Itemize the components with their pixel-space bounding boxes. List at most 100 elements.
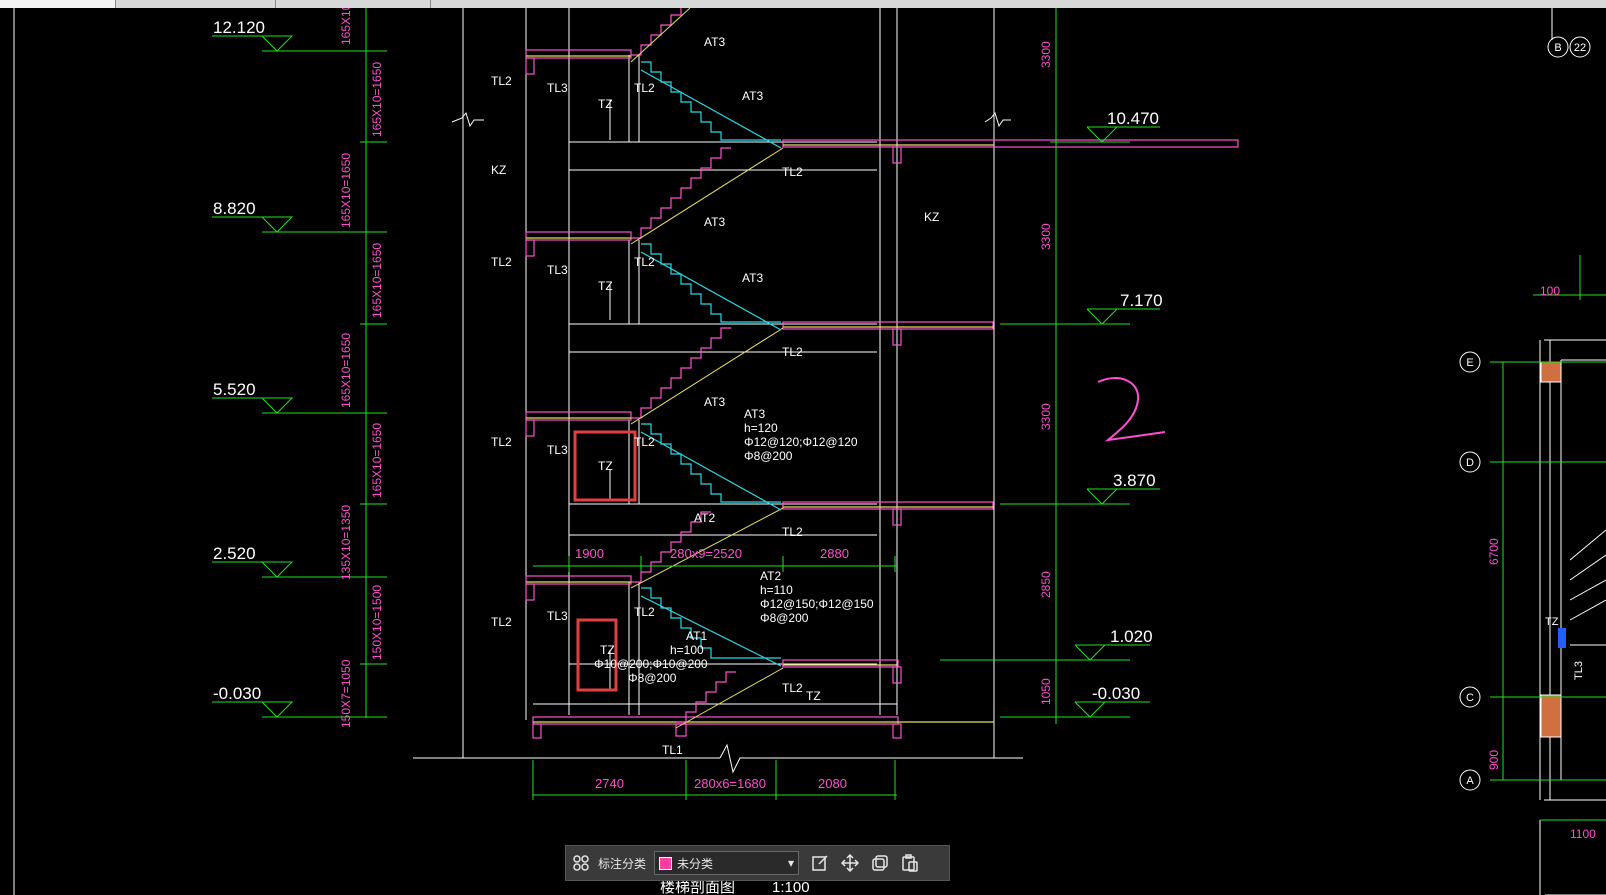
label-at3-2: AT3 — [704, 215, 725, 229]
paste-icon[interactable] — [895, 848, 925, 878]
tz-note-0: Φ10@200;Φ10@200 — [594, 657, 708, 671]
left-dim-5: 165X10=1650 — [370, 423, 384, 498]
handwritten-mark-stroke — [1097, 377, 1166, 442]
cad-drawing-canvas[interactable]: 12.120 8.820 5.520 2.520 -0.030 10.470 7… — [0, 8, 1606, 895]
label-tz-2: TZ — [598, 459, 613, 473]
axis-bubble-22 — [1569, 36, 1591, 58]
label-tz-4: TZ — [806, 689, 821, 703]
label-tl2-1: TL2 — [634, 81, 655, 95]
label-kz-0: KZ — [491, 163, 506, 177]
label-kz-1: KZ — [924, 210, 939, 224]
tab-layout[interactable] — [275, 0, 431, 8]
label-at3-4: AT3 — [704, 395, 725, 409]
left-dim-8: 150X7=1050 — [339, 659, 353, 728]
right-dim-2: 3300 — [1039, 403, 1053, 430]
plan-dim-1: 6700 — [1487, 538, 1501, 565]
category-label: 标注分类 — [598, 856, 647, 871]
plan-label-tz: TZ — [1545, 616, 1559, 628]
bottom-dim-2: 2080 — [818, 776, 847, 791]
at3-note-3: Φ8@200 — [744, 449, 793, 463]
label-tz-1: TZ — [598, 279, 613, 293]
elevation-right-1: 7.170 — [1120, 291, 1163, 310]
left-dim-4: 165X10=1650 — [339, 333, 353, 408]
dimension-lines — [212, 8, 1160, 800]
axis-label-b: B — [1554, 42, 1561, 54]
axis-label-d: D — [1466, 457, 1474, 469]
grid-icon[interactable] — [566, 848, 596, 878]
plan-fragment — [1539, 8, 1606, 895]
right-dim-3: 2850 — [1039, 571, 1053, 598]
tz-note-1: Φ8@200 — [628, 671, 677, 685]
elevation-left-1: 8.820 — [213, 199, 256, 218]
label-tl2-4: TL2 — [634, 255, 655, 269]
axis-label-a: A — [1466, 775, 1474, 787]
label-tl2-6: TL2 — [491, 435, 512, 449]
edit-icon[interactable] — [805, 848, 835, 878]
label-at3-0: AT3 — [704, 35, 725, 49]
label-at3-1: AT3 — [742, 89, 763, 103]
highlight-boxes — [573, 430, 637, 692]
label-tl2-9: TL2 — [491, 615, 512, 629]
elevation-right-3: 1.020 — [1110, 627, 1153, 646]
left-dim-2: 165X10=1650 — [339, 153, 353, 228]
bottom-dim-0: 2740 — [595, 776, 624, 791]
at2-note-3: Φ8@200 — [760, 611, 809, 625]
left-dim-0: 165X10 — [339, 8, 353, 45]
stair-flights-down — [640, 61, 782, 667]
drawing-title: 楼梯剖面图 — [660, 879, 735, 895]
label-tl3-3: TL3 — [547, 609, 568, 623]
plan-dim-0: 100 — [1540, 284, 1560, 298]
at2-note-0: AT2 — [760, 569, 781, 583]
axis-label-22: 22 — [1574, 42, 1586, 54]
highlight-box-tz-lower[interactable] — [576, 618, 618, 692]
axis-label-e: E — [1466, 357, 1473, 369]
label-tl3-2: TL3 — [547, 443, 568, 457]
annotation-toolbar: 标注分类 未分类 ▾ — [565, 845, 950, 881]
elevation-left-4: -0.030 — [213, 684, 261, 703]
label-tl2-5: TL2 — [782, 345, 803, 359]
at1-note-0: AT1 — [686, 629, 707, 643]
elevation-left-3: 2.520 — [213, 544, 256, 563]
label-tl2-7: TL2 — [634, 435, 655, 449]
category-value: 未分类 — [677, 856, 714, 871]
axis-bubble-d — [1459, 451, 1481, 473]
label-tl2-3: TL2 — [491, 255, 512, 269]
axis-bubble-a — [1459, 769, 1481, 791]
at3-note-2: Φ12@120;Φ12@120 — [744, 435, 858, 449]
chevron-down-icon: ▾ — [787, 856, 795, 870]
at2-note-2: Φ12@150;Φ12@150 — [760, 597, 874, 611]
left-dim-3: 165X10=1650 — [370, 243, 384, 318]
mid-dim-0: 1900 — [575, 546, 604, 561]
category-select[interactable]: 未分类 ▾ — [654, 851, 800, 875]
elevation-right-0: 10.470 — [1107, 109, 1159, 128]
tab-layer[interactable] — [115, 0, 276, 8]
floor-slabs — [525, 49, 1239, 739]
right-dim-0: 3300 — [1039, 41, 1053, 68]
elevation-left-2: 5.520 — [213, 380, 256, 399]
plan-dim-3: 1100 — [1570, 827, 1596, 841]
title-bar — [0, 0, 1606, 8]
copy-icon[interactable] — [865, 848, 895, 878]
elevation-right-4: -0.030 — [1092, 684, 1140, 703]
mid-dim-2: 2880 — [820, 546, 849, 561]
label-tl2-2: TL2 — [782, 165, 803, 179]
left-dim-1: 165X10=1650 — [370, 62, 384, 137]
label-tz-0: TZ — [598, 97, 613, 111]
label-tl2-11: TL2 — [782, 681, 803, 695]
label-tl3-0: TL3 — [547, 81, 568, 95]
tab-active[interactable] — [0, 0, 116, 8]
move-icon[interactable] — [835, 848, 865, 878]
plan-dim-2: 900 — [1487, 750, 1501, 770]
highlight-box-tz-upper[interactable] — [573, 430, 637, 502]
label-tl2-10: TL2 — [634, 605, 655, 619]
at3-note-1: h=120 — [744, 421, 778, 435]
handwritten-mark: 2 — [1180, 449, 1181, 451]
bottom-dim-1: 280x6=1680 — [694, 776, 766, 791]
category-color-swatch — [659, 856, 673, 870]
elevation-left-0: 12.120 — [213, 18, 265, 37]
left-dim-6: 135X10=1350 — [339, 505, 353, 580]
label-at2-0: AT2 — [694, 511, 715, 525]
at1-note-1: h=100 — [670, 643, 704, 657]
elevation-right-2: 3.870 — [1113, 471, 1156, 490]
label-tl2-8: TL2 — [782, 525, 803, 539]
